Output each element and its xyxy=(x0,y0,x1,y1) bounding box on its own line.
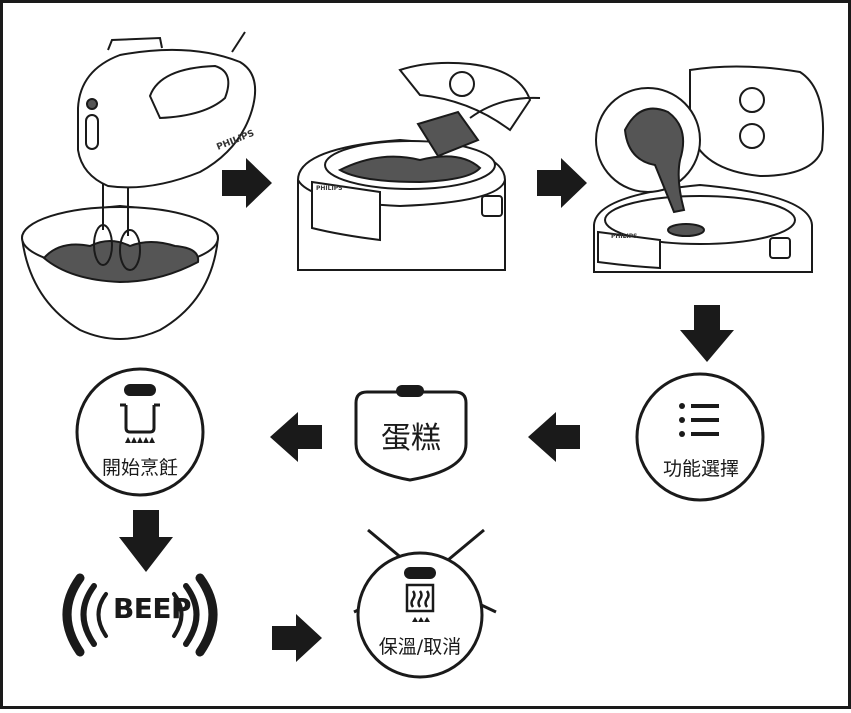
start-indicator-light xyxy=(124,384,156,396)
menu-label: 功能選擇 xyxy=(636,454,766,481)
hand-mixer-bowl-illustration xyxy=(22,32,255,339)
mixer-body xyxy=(78,50,255,188)
rice-cooker-batter-illustration xyxy=(594,66,823,272)
cooker-brand-logo-right: PHILIPS xyxy=(611,233,637,240)
cooker-brand-logo: PHILIPS xyxy=(316,185,342,192)
mixer-top-button xyxy=(108,38,162,50)
beep-label: BEEP xyxy=(96,592,208,625)
batter-puddle xyxy=(668,224,704,236)
lid-valve-bottom xyxy=(740,124,764,148)
arrow-down-icon xyxy=(119,510,173,572)
flame-icon xyxy=(412,617,430,622)
cake-indicator-light xyxy=(396,385,424,397)
arrow-left-icon xyxy=(528,412,580,462)
arrow-right-icon xyxy=(222,158,272,208)
keep-warm-cancel-label: 保溫/取消 xyxy=(355,632,485,659)
lid-valve-top xyxy=(740,88,764,112)
arrow-left-icon xyxy=(270,412,322,462)
arrow-down-icon xyxy=(680,305,734,362)
start-cooking-label: 開始烹飪 xyxy=(78,453,202,480)
arrow-right-icon xyxy=(537,158,587,208)
cooker-handle-right xyxy=(770,238,790,258)
arrow-right-icon xyxy=(272,614,322,662)
cooker-lid-right xyxy=(690,66,823,176)
cooker-handle xyxy=(482,196,502,216)
mixer-cord xyxy=(232,32,245,52)
menu-select-button xyxy=(637,374,763,500)
cake-label: 蛋糕 xyxy=(356,413,466,457)
mixer-speed-switch xyxy=(86,115,98,149)
mixer-button xyxy=(87,99,97,109)
rice-cooker-pouring-illustration xyxy=(298,63,540,270)
keep-warm-indicator-light xyxy=(404,567,436,579)
lid-valve xyxy=(450,72,474,96)
